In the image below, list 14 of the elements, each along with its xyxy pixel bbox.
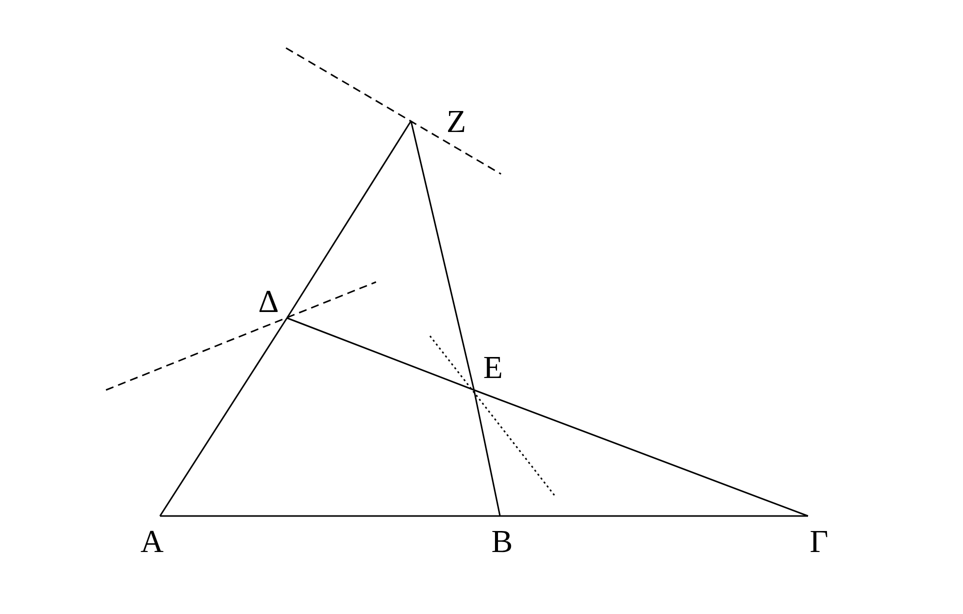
line-segment [159, 318, 288, 516]
line-segment [473, 390, 501, 516]
vertex-label: B [485, 516, 519, 566]
vertex-label: A [134, 516, 170, 566]
line-segment [500, 515, 808, 517]
line-segment [160, 515, 500, 517]
vertex-label: Δ [250, 284, 287, 318]
vertex-label: Z [411, 100, 466, 142]
line-segment [474, 389, 808, 517]
vertex-label: E [474, 344, 512, 390]
line-segment [286, 120, 412, 318]
line-segment [410, 120, 475, 390]
vertex-label: Γ [802, 516, 836, 566]
line-segment [286, 317, 474, 391]
